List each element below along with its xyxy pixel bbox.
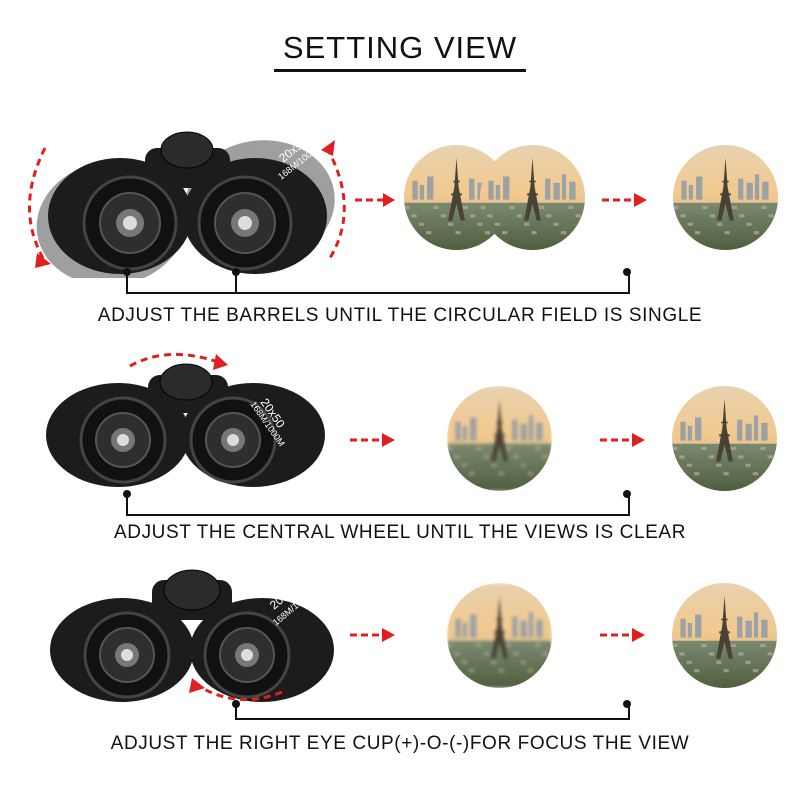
blurry-view: [447, 583, 552, 688]
arrow-icon: [350, 433, 395, 447]
arrow-icon: [355, 193, 395, 207]
binoculars-image: 20x50 168M/1000M: [50, 569, 334, 702]
clear-view: [672, 386, 777, 491]
step-caption: ADJUST THE RIGHT EYE CUP(+)-O-(-)FOR FOC…: [110, 733, 690, 754]
bracket-tick: [235, 272, 237, 292]
pointer-dot: [623, 490, 631, 498]
arrow-icon: [600, 628, 645, 642]
pointer-dot: [623, 268, 631, 276]
step-bracket: [126, 494, 630, 516]
arrow-icon: [350, 628, 395, 642]
title-underline: [274, 69, 526, 72]
binoculars-image: 20x50 168M/1000M: [46, 352, 325, 487]
step-caption: ADJUST THE BARRELS UNTIL THE CIRCULAR FI…: [97, 305, 703, 326]
step-bracket: [126, 272, 630, 294]
step-bracket: [235, 704, 630, 720]
focused-view: [672, 583, 777, 688]
pointer-dot: [623, 700, 631, 708]
step-caption: ADJUST THE CENTRAL WHEEL UNTIL THE VIEWS…: [113, 522, 687, 543]
binoculars-image: 20x50 168M/1000M: [28, 131, 346, 278]
blurry-view: [447, 386, 552, 491]
page-title: SETTING VIEW: [282, 30, 518, 65]
double-view-right: [480, 145, 585, 250]
arrow-icon: [600, 433, 645, 447]
arrow-icon: [602, 193, 647, 207]
single-view: [673, 145, 778, 250]
